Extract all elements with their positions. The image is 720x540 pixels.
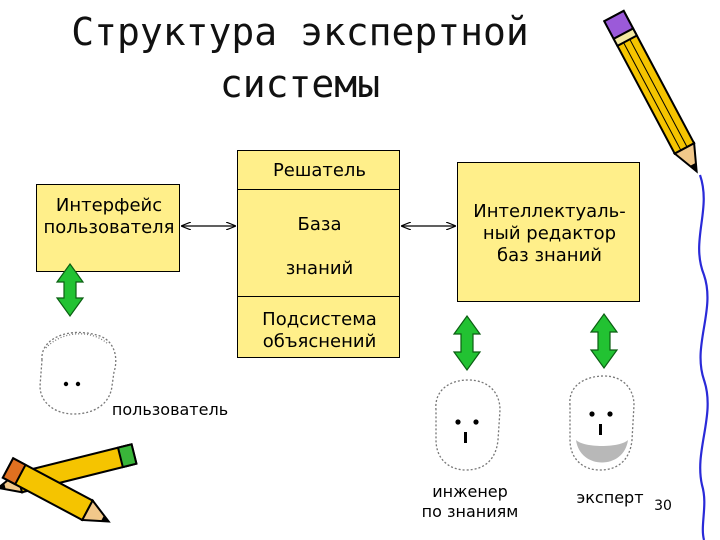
solver-label: Решатель	[272, 160, 367, 181]
expert-face-icon	[569, 375, 635, 471]
knowledge-base-label: База знаний	[285, 214, 354, 279]
expert-beard-icon	[576, 440, 628, 463]
editor-box: Интеллектуаль- ный редактор баз знаний	[457, 162, 640, 302]
knowledge-base-box: База знаний	[237, 189, 400, 297]
pencil-bottom-left-2-icon	[1, 456, 111, 523]
interface-box: Интерфейс пользователя	[36, 184, 180, 272]
user-label: пользователь	[111, 400, 229, 419]
explanation-label: Подсистема объяснений	[262, 309, 377, 352]
slide-title: Структура экспертной системы	[71, 10, 529, 106]
expert-green-arrow	[589, 312, 619, 370]
engineer-face-features-icon	[455, 419, 479, 443]
page-number: 30	[654, 498, 672, 514]
engineer-face-icon	[435, 379, 501, 471]
expert-label: эксперт	[576, 488, 644, 507]
interface-label: Интерфейс пользователя	[43, 195, 175, 238]
user-face-icon	[39, 331, 117, 415]
editor-label: Интеллектуаль- ный редактор баз знаний	[473, 201, 626, 266]
decorative-wavy-border	[698, 174, 709, 540]
engineer-green-arrow	[452, 314, 482, 372]
expert-face-features-icon	[589, 411, 613, 435]
user-green-arrow	[55, 262, 85, 318]
user-face-features-icon	[63, 381, 81, 387]
pencil-top-right-icon	[602, 9, 698, 174]
engineer-label: инженер по знаниям	[421, 482, 519, 521]
solver-box: Решатель	[237, 150, 400, 190]
explanation-box: Подсистема объяснений	[237, 296, 400, 358]
